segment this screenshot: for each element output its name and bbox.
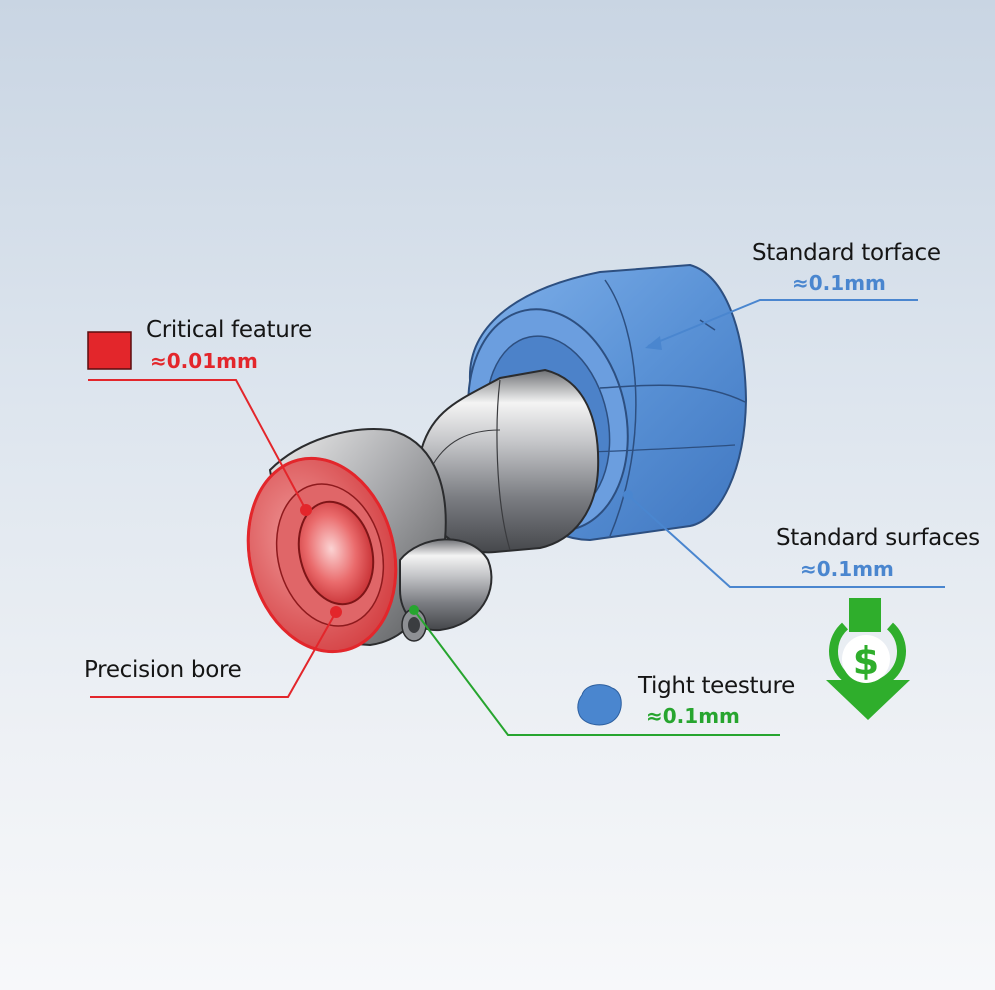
metal-shaft	[418, 368, 600, 554]
tight-teesture-value: ≈0.1mm	[646, 704, 740, 728]
blue-blob-icon	[577, 684, 622, 726]
marker-precision-bore	[330, 606, 342, 618]
cost-dollar-symbol: $	[853, 639, 879, 683]
leader-standard-torface	[647, 299, 918, 347]
standard-surfaces-title: Standard surfaces	[776, 525, 980, 551]
critical-face	[246, 456, 398, 654]
red-square-icon	[87, 331, 132, 370]
standard-surfaces-value: ≈0.1mm	[800, 557, 894, 581]
critical-feature-title: Critical feature	[146, 317, 312, 343]
marker-standard-surfaces	[623, 490, 633, 500]
standard-torface-title: Standard torface	[752, 240, 941, 266]
dollar-down-arrow-icon: $	[826, 598, 910, 720]
precision-bore-title: Precision bore	[84, 657, 242, 683]
marker-tight-teesture	[409, 605, 419, 615]
leader-standard-surfaces	[627, 494, 945, 588]
leader-critical-feature	[88, 379, 307, 511]
standard-torface-value: ≈0.1mm	[792, 271, 886, 295]
marker-critical-feature	[300, 504, 312, 516]
arrowhead-standard-torface	[645, 336, 662, 350]
tight-teesture-title: Tight teesture	[638, 673, 796, 699]
critical-feature-value: ≈0.01mm	[150, 349, 258, 373]
leader-precision-bore	[90, 611, 337, 698]
leader-tight-teesture	[413, 609, 780, 736]
